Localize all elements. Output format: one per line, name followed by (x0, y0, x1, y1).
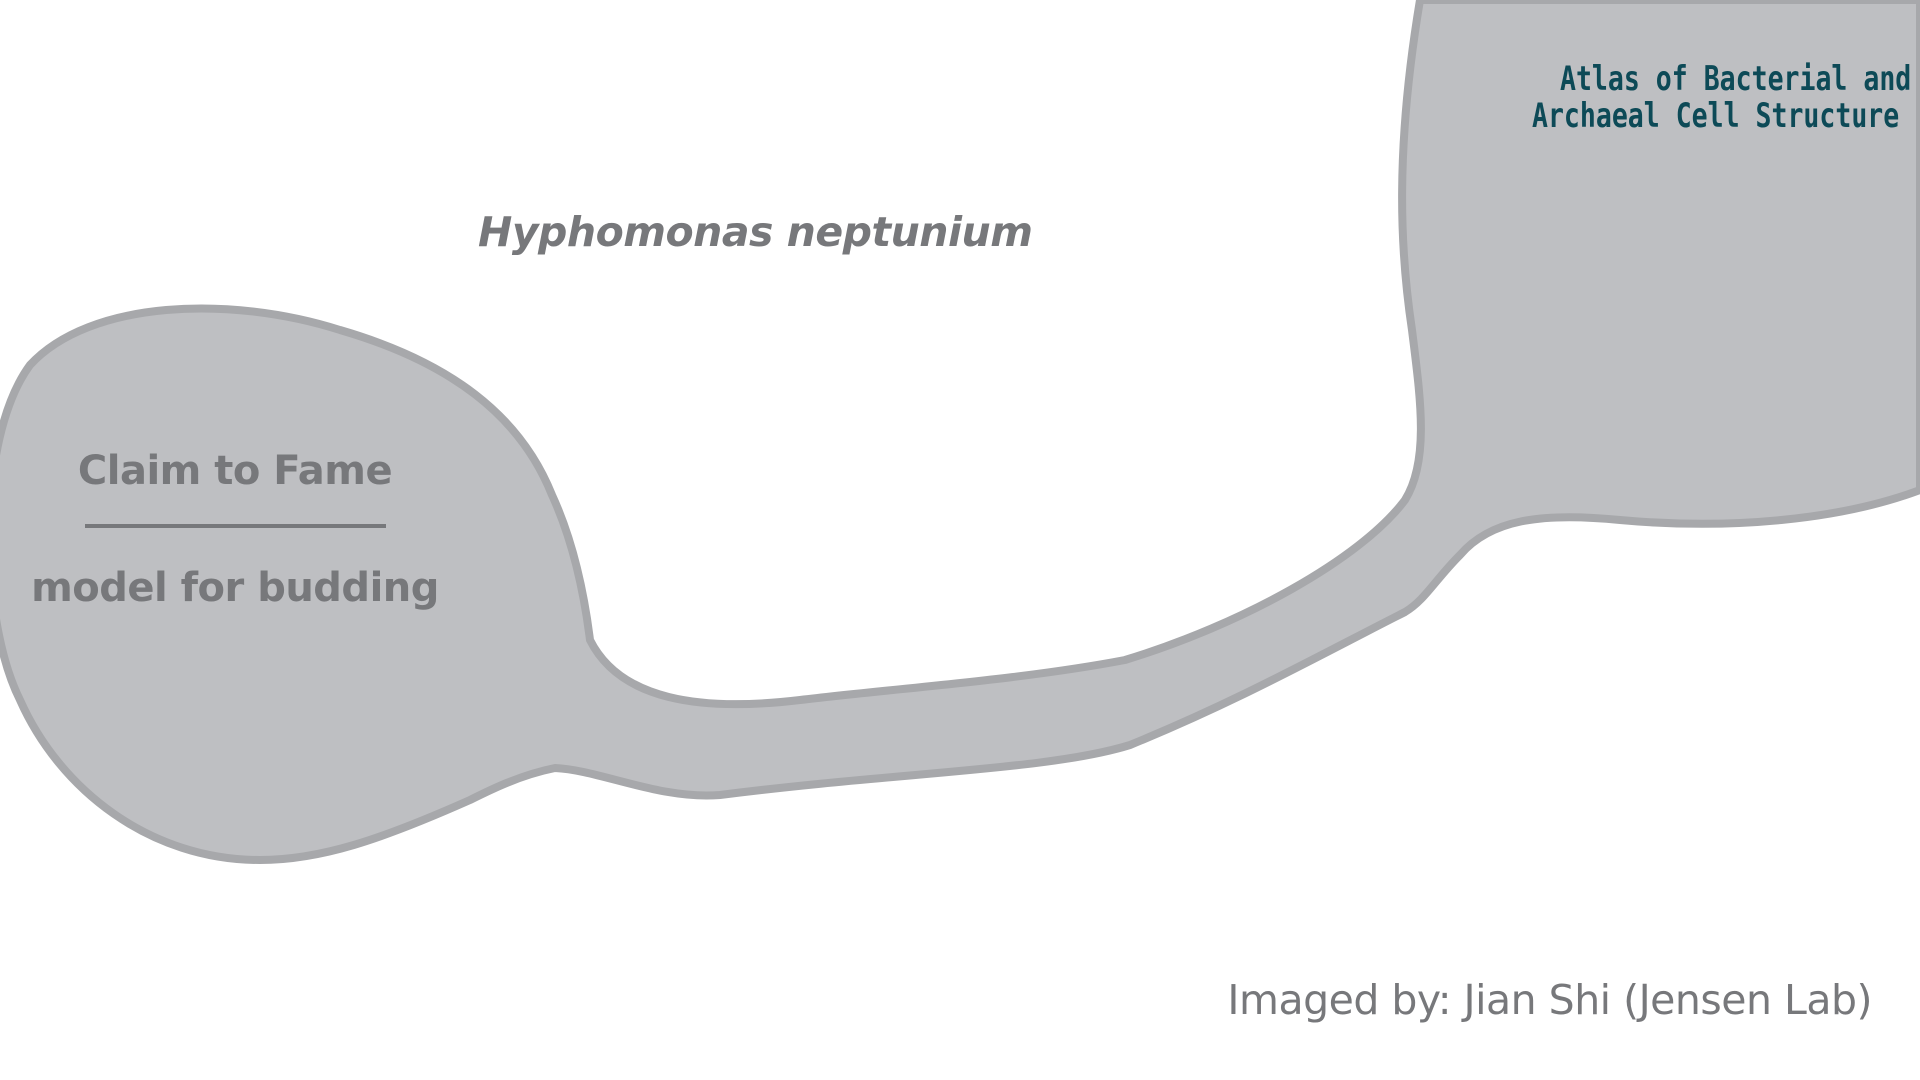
claim-divider (85, 524, 386, 528)
atlas-logo: Atlas of Bacterial and Archaeal Cell Str… (1532, 59, 1912, 136)
logo-line-2: Archaeal Cell Structure (1532, 96, 1900, 136)
claim-to-fame-heading: Claim to Fame (77, 448, 393, 494)
species-title: Hyphomonas neptunium (478, 208, 1033, 256)
mother-cell-with-stalk (0, 0, 1920, 864)
logo-line-1: Atlas of Bacterial and (1560, 59, 1912, 99)
imaging-credit: Imaged by: Jian Shi (Jensen Lab) (1227, 976, 1872, 1024)
claim-to-fame-text: model for budding (31, 565, 439, 611)
